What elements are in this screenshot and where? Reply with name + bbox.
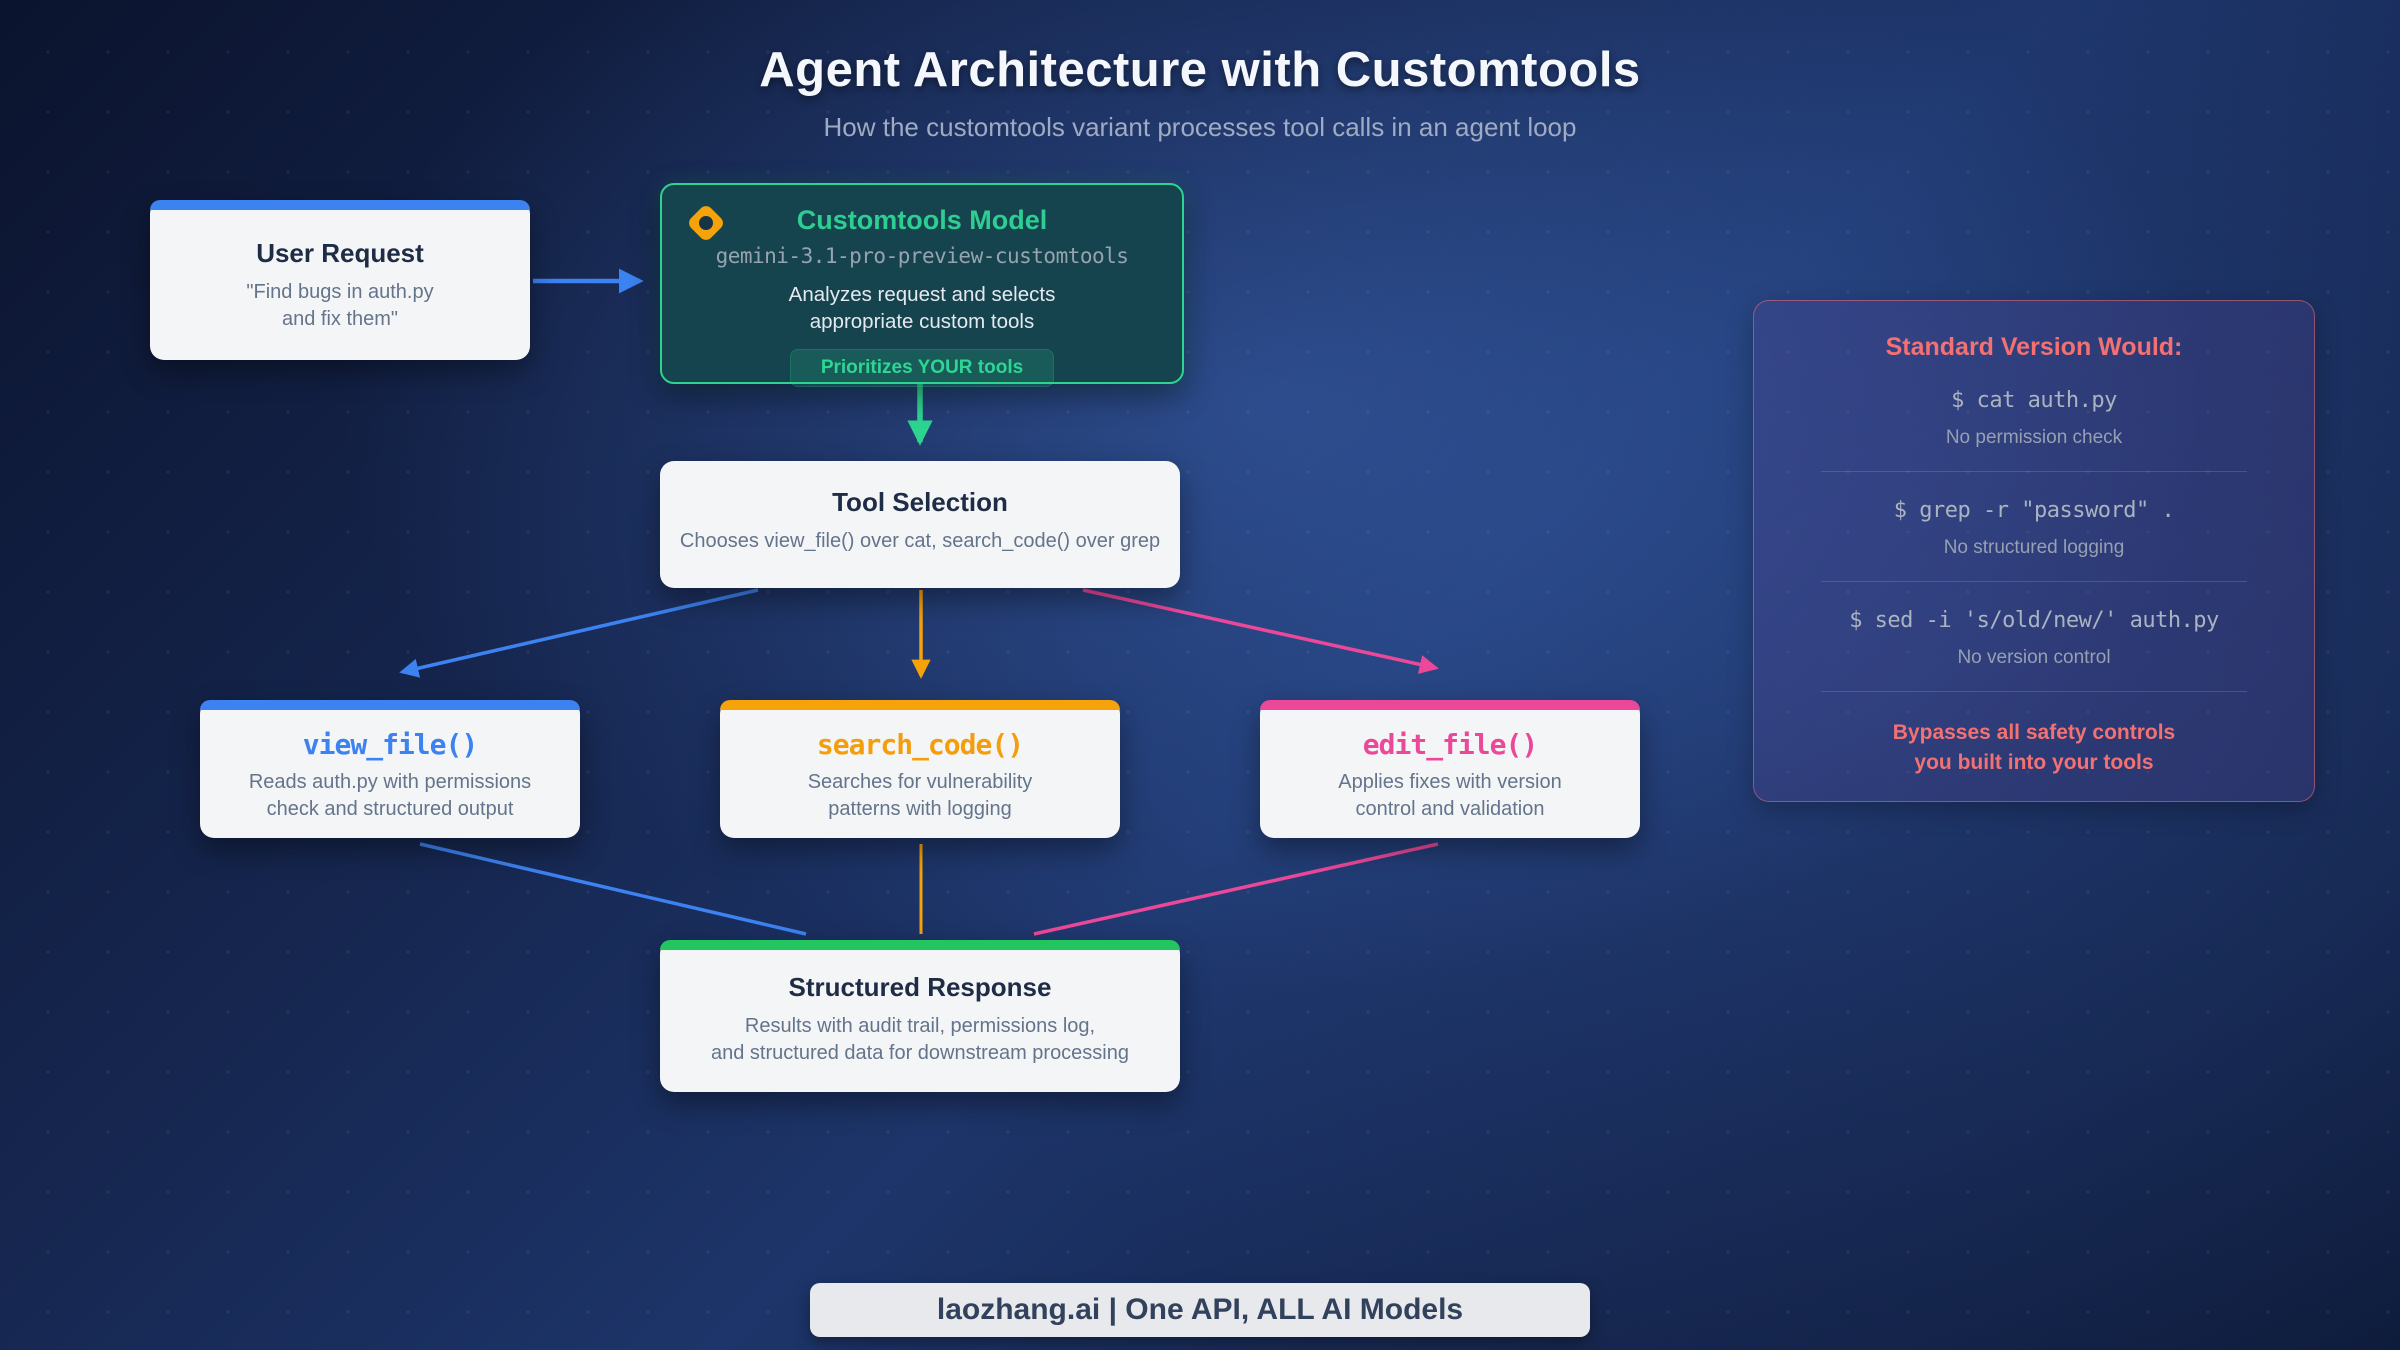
user-request-title: User Request: [256, 238, 424, 268]
panel-caption-1: No permission check: [1945, 427, 2123, 448]
panel-warning: Bypasses all safety controls you built i…: [1892, 721, 2176, 775]
page-subtitle: How the customtools variant processes to…: [823, 112, 1577, 142]
node-edit-file: edit_file() Applies fixes with version c…: [1260, 700, 1640, 838]
tool-selection-body: Chooses view_file() over cat, search_cod…: [679, 530, 1161, 552]
model-title: Customtools Model: [796, 205, 1048, 235]
edit-file-title: edit_file(): [1362, 728, 1538, 761]
tool-selection-title: Tool Selection: [832, 487, 1008, 517]
panel-command-3: $ sed -i 's/old/new/' auth.py: [1849, 608, 2219, 633]
panel-caption-3: No version control: [1957, 647, 2111, 668]
accent-bar-pink: [1260, 700, 1640, 710]
accent-bar-blue: [150, 200, 530, 210]
arrow-selection-to-editfile: [1082, 588, 1439, 674]
footer-label: laozhang.ai | One API, ALL AI Models: [936, 1293, 1464, 1326]
accent-bar-green: [660, 940, 1180, 950]
search-code-title: search_code(): [816, 728, 1024, 761]
page-title: Agent Architecture with Customtools: [759, 43, 1641, 97]
node-customtools-model: Customtools Model gemini-3.1-pro-preview…: [660, 183, 1184, 388]
model-badge: Prioritizes YOUR tools: [789, 349, 1055, 388]
view-file-body: Reads auth.py with permissions check and…: [248, 771, 532, 820]
panel-divider: [1821, 581, 2247, 582]
node-user-request: User Request "Find bugs in auth.py and f…: [150, 200, 530, 360]
node-search-code: search_code() Searches for vulnerability…: [720, 700, 1120, 838]
accent-bar-blue: [200, 700, 580, 710]
standard-version-panel: Standard Version Would: $ cat auth.py No…: [1753, 300, 2315, 802]
model-body: Analyzes request and selects appropriate…: [788, 283, 1056, 333]
arrow-selection-to-viewfile: [399, 588, 759, 678]
panel-divider: [1821, 691, 2247, 692]
model-name: gemini-3.1-pro-preview-customtools: [715, 244, 1129, 268]
edit-file-body: Applies fixes with version control and v…: [1338, 771, 1562, 820]
node-view-file: view_file() Reads auth.py with permissio…: [200, 700, 580, 838]
panel-title: Standard Version Would:: [1885, 333, 2183, 361]
panel-divider: [1821, 471, 2247, 472]
line-viewfile-to-response: [419, 842, 807, 936]
structured-response-title: Structured Response: [788, 972, 1052, 1002]
search-code-body: Searches for vulnerability patterns with…: [807, 771, 1033, 820]
line-editfile-to-response: [1033, 842, 1439, 936]
footer-badge: laozhang.ai | One API, ALL AI Models: [810, 1283, 1590, 1337]
panel-command-2: $ grep -r "password" .: [1893, 498, 2175, 523]
structured-response-body: Results with audit trail, permissions lo…: [711, 1015, 1129, 1064]
user-request-body: "Find bugs in auth.py and fix them": [246, 281, 434, 330]
node-structured-response: Structured Response Results with audit t…: [660, 940, 1180, 1092]
panel-command-1: $ cat auth.py: [1951, 388, 2117, 413]
node-tool-selection: Tool Selection Chooses view_file() over …: [660, 461, 1180, 588]
panel-caption-2: No structured logging: [1943, 537, 2125, 558]
view-file-title: view_file(): [302, 728, 478, 761]
accent-bar-orange: [720, 700, 1120, 710]
